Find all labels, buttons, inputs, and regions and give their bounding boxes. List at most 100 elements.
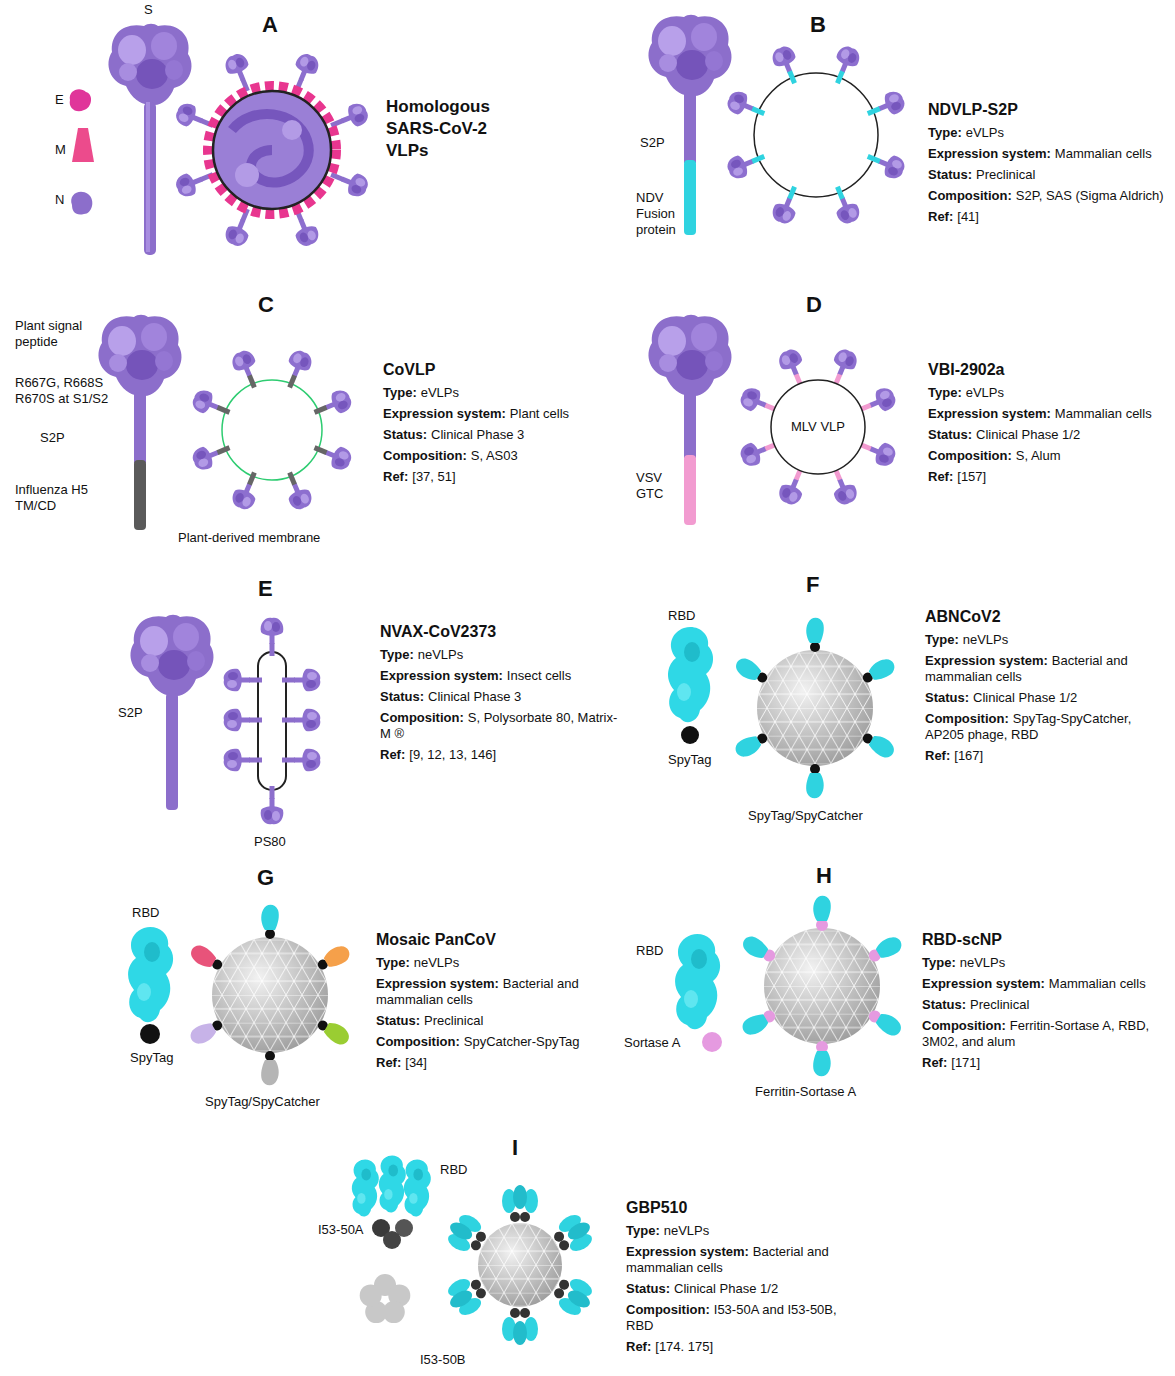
part-label: SpyTag/SpyCatcher	[748, 808, 863, 824]
i53-50b-pentamer	[360, 1274, 411, 1323]
panel-c-art	[98, 315, 354, 530]
field-name: Composition:	[376, 1034, 460, 1049]
field-name: Composition:	[928, 188, 1012, 203]
i53-50-particle	[442, 1185, 599, 1345]
field-value: neVLPs	[414, 955, 460, 970]
info-row: Ref:[37, 51]	[383, 469, 623, 485]
info-block: CoVLP Type:eVLPsExpression system: Plant c…	[383, 360, 623, 485]
field-value: eVLPs	[966, 385, 1004, 400]
field-name: Composition:	[626, 1302, 710, 1317]
part-label: S2P	[640, 135, 665, 151]
info-row: Type:neVLPs	[925, 632, 1165, 648]
field-name: Composition:	[922, 1018, 1006, 1033]
field-value: [171]	[951, 1055, 980, 1070]
info-row: Status:Clinical Phase 1/2	[626, 1281, 866, 1297]
info-row: Composition:Ferritin-Sortase A, RBD, 3M0…	[922, 1018, 1162, 1050]
part-label: VSV GTC	[636, 470, 676, 502]
field-name: Type:	[922, 955, 956, 970]
field-value: Clinical Phase 3	[431, 427, 524, 442]
panel-letter: I	[512, 1135, 518, 1161]
field-name: Ref:	[376, 1055, 401, 1070]
field-value: neVLPs	[963, 632, 1009, 647]
field-name: Composition:	[383, 448, 467, 463]
part-label: SpyTag/SpyCatcher	[205, 1094, 320, 1110]
panel-f-art	[668, 618, 897, 799]
spike-stalk	[684, 393, 696, 458]
field-name: Ref:	[928, 469, 953, 484]
field-value: [167]	[954, 748, 983, 763]
info-row: Status:Preclinical	[928, 167, 1168, 183]
field-name: Type:	[380, 647, 414, 662]
info-block: VBI-2902aType:eVLPsExpression system:Mam…	[928, 360, 1168, 485]
part-label: Plant signal peptide	[15, 318, 95, 350]
part-label: NDV Fusion protein	[636, 190, 690, 238]
vaccine-name: VBI-2902a	[928, 360, 1168, 380]
field-name: Expression system:	[925, 653, 1048, 668]
field-value: Plant cells	[510, 406, 569, 421]
field-name: Status:	[376, 1013, 420, 1028]
field-name: Ref:	[383, 469, 408, 484]
info-row: Type:eVLPs	[383, 385, 623, 401]
info-row: Expression system:Bacterial and mammalia…	[626, 1244, 866, 1276]
field-value: Clinical Phase 1/2	[973, 690, 1077, 705]
spike-head	[648, 315, 731, 396]
info-block: GBP510Type: neVLPsExpression system:Bacte…	[626, 1198, 866, 1355]
info-row: Status:Clinical Phase 3	[383, 427, 623, 443]
field-value: S, Alum	[1016, 448, 1061, 463]
circle-outline-shape	[771, 380, 865, 474]
vaccine-name: RBD-scNP	[922, 930, 1162, 950]
field-name: Expression system:	[626, 1244, 749, 1259]
info-row: Composition: S, Alum	[928, 448, 1168, 464]
field-value: SpyCatcher-SpyTag	[464, 1034, 580, 1049]
rbd	[675, 934, 720, 1029]
panel-g-art	[128, 905, 352, 1086]
part-label: S	[144, 2, 153, 18]
panel-b-art	[648, 15, 907, 235]
panel-letter: D	[806, 292, 822, 318]
info-row: Ref:[167]	[925, 748, 1165, 764]
vaccine-name: GBP510	[626, 1198, 866, 1218]
info-row: Status:Clinical Phase 3	[380, 689, 620, 705]
n-protein	[71, 192, 92, 215]
vaccine-name: CoVLP	[383, 360, 623, 380]
info-row: Ref:[171]	[922, 1055, 1162, 1071]
field-value: Clinical Phase 1/2	[976, 427, 1080, 442]
field-name: Composition:	[928, 448, 1012, 463]
field-value: [157]	[957, 469, 986, 484]
panel-letter: C	[258, 292, 274, 318]
panel-d-art	[648, 315, 898, 525]
info-row: Expression system: Plant cells	[383, 406, 623, 422]
part-label: Sortase A	[624, 1035, 680, 1051]
spike-stalk-shade	[146, 102, 150, 252]
field-value: neVLPs	[664, 1223, 710, 1238]
info-row: Expression system:Bacterial and mammalia…	[925, 653, 1165, 685]
part-label: RBD	[636, 943, 663, 959]
field-name: Status:	[928, 427, 972, 442]
panel-i-art	[352, 1155, 598, 1345]
field-name: Composition:	[380, 710, 464, 725]
info-row: Status: Clinical Phase 1/2	[928, 427, 1168, 443]
info-row: Status:Preclinical	[922, 997, 1162, 1013]
field-name: Ref:	[626, 1339, 651, 1354]
info-row: Expression system:Insect cells	[380, 668, 620, 684]
field-name: Type:	[626, 1223, 660, 1238]
info-row: Composition:I53-50A and I53-50B, RBD	[626, 1302, 866, 1334]
field-value: [9, 12, 13, 146]	[409, 747, 496, 762]
part-label: I53-50A	[318, 1222, 364, 1238]
field-name: Type:	[376, 955, 410, 970]
info-row: Composition:S2P, SAS (Sigma Aldrich)	[928, 188, 1168, 204]
info-row: Status:Clinical Phase 1/2	[925, 690, 1165, 706]
spike-head	[648, 15, 731, 96]
info-row: Type: neVLPs	[380, 647, 620, 663]
info-row: Type:eVLPs	[928, 125, 1168, 141]
info-block: Homologous SARS-CoV-2 VLPs	[386, 96, 511, 166]
node-text: MLV VLP	[791, 419, 845, 435]
field-value: neVLPs	[960, 955, 1006, 970]
part-label: M	[55, 142, 66, 158]
field-value: Preclinical	[970, 997, 1029, 1012]
e-protein	[70, 89, 91, 111]
field-name: Expression system:	[383, 406, 506, 421]
panel-e-art	[130, 615, 320, 825]
field-value: neVLPs	[418, 647, 464, 662]
